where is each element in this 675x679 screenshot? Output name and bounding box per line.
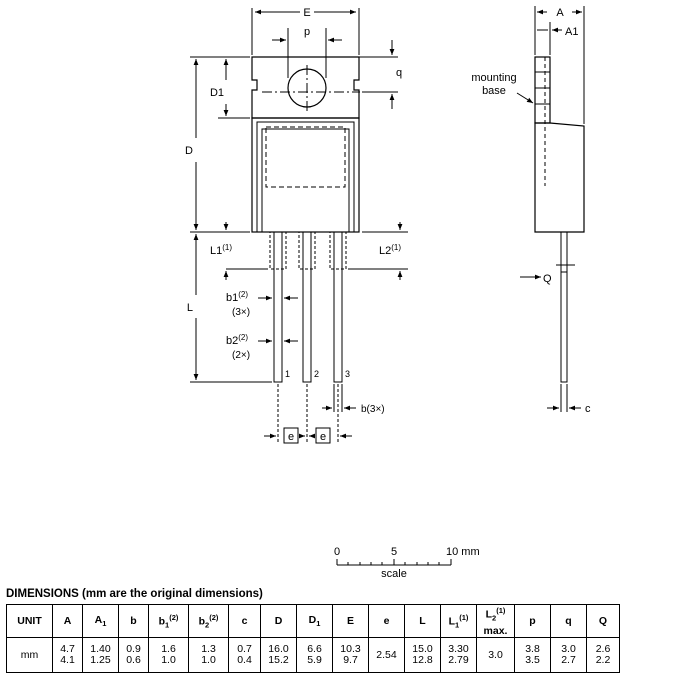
package-body	[251, 117, 360, 233]
value-cell: 3.0	[476, 637, 515, 673]
pin-label-3: 3	[345, 369, 350, 379]
scale-5: 5	[391, 546, 397, 558]
side-body	[534, 122, 585, 233]
label-base: base	[482, 85, 506, 97]
scale-label: scale	[381, 568, 407, 580]
scale-0: 0	[334, 546, 340, 558]
label-e-right: e	[320, 431, 326, 443]
label-b2: b2(2)	[226, 333, 248, 347]
label-D: D	[185, 145, 193, 157]
scale-10: 10 mm	[446, 546, 480, 558]
header-cell: D1	[296, 604, 333, 638]
label-E: E	[303, 7, 310, 19]
header-cell: L2(1)max.	[476, 604, 515, 638]
header-cell: c	[228, 604, 261, 638]
header-cell: p	[514, 604, 551, 638]
header-cell: D	[260, 604, 297, 638]
dimensions-title: DIMENSIONS (mm are the original dimensio…	[6, 588, 263, 600]
header-cell: L	[404, 604, 441, 638]
label-b: b(3×)	[361, 404, 385, 415]
side-tab	[534, 56, 551, 124]
lead-3	[329, 231, 347, 383]
label-L1: L1(1)	[210, 243, 232, 257]
label-e-left: e	[288, 431, 294, 443]
scale-labels: 0 5 10 mm scale	[334, 546, 480, 580]
value-cell: 2.54	[368, 637, 405, 673]
pin-label-2: 2	[314, 369, 319, 379]
header-cell: UNIT	[6, 604, 53, 638]
header-cell: b2(2)	[188, 604, 229, 638]
label-b1: b1(2)	[226, 290, 248, 304]
lead-1	[269, 231, 287, 383]
label-p: p	[304, 26, 310, 38]
side-lead	[560, 231, 568, 383]
lead-2	[298, 231, 316, 383]
mounting-tab	[251, 56, 360, 119]
header-cell: b1(2)	[148, 604, 189, 638]
header-cell: e	[368, 604, 405, 638]
header-cell: A1	[82, 604, 119, 638]
front-view-labels: E p q D D1 L L1(1) L2(1) b1(2) (3×) b2(2…	[185, 7, 402, 443]
header-cell: b	[118, 604, 149, 638]
header-cell: q	[550, 604, 587, 638]
label-A1: A1	[565, 26, 578, 38]
package-outline-drawing: E p q D D1 L L1(1) L2(1) b1(2) (3×) b2(2…	[185, 6, 591, 580]
unit-cell: mm	[6, 637, 53, 673]
label-b2-count: (2×)	[232, 350, 250, 361]
e-box-right	[315, 427, 331, 444]
header-cell: Q	[586, 604, 620, 638]
scale-bar	[336, 559, 452, 566]
label-Q: Q	[543, 273, 552, 285]
side-view	[516, 6, 585, 412]
label-L2: L2(1)	[379, 243, 401, 257]
label-mounting: mounting	[471, 72, 516, 84]
label-A: A	[556, 7, 564, 19]
label-q: q	[396, 67, 402, 79]
side-view-labels: A A1 mounting base Q c	[471, 7, 591, 415]
label-c: c	[585, 403, 591, 415]
label-L: L	[187, 302, 193, 314]
pin-label-1: 1	[285, 369, 290, 379]
e-box-left	[283, 427, 299, 444]
header-cell: L1(1)	[440, 604, 477, 638]
header-cell: A	[52, 604, 83, 638]
front-view	[190, 8, 408, 444]
label-b1-count: (3×)	[232, 307, 250, 318]
label-D1: D1	[210, 87, 224, 99]
header-cell: E	[332, 604, 369, 638]
